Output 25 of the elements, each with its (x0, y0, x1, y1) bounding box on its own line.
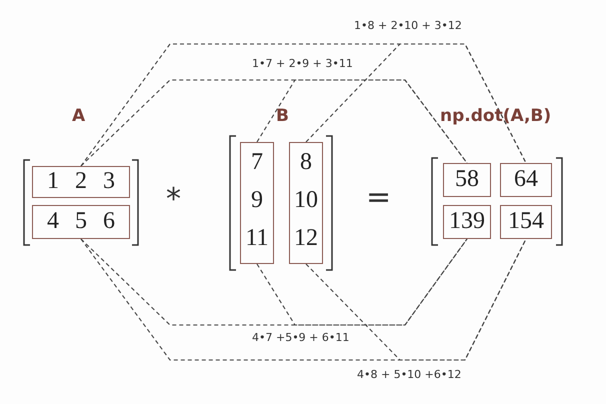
matrix-name: B (276, 106, 289, 126)
matrix-row-box: 4 5 6 (32, 205, 130, 239)
dashed-connector (80, 238, 526, 361)
operator-symbol: * (166, 182, 181, 217)
dashed-connector (80, 79, 468, 166)
edge-label: 4•8 + 5•10 +6•12 (355, 368, 464, 381)
dashed-connector (80, 43, 526, 166)
result-cell: 58 (443, 163, 491, 197)
dashed-connector (306, 238, 526, 361)
matrix-column-box: 7 9 11 (240, 142, 274, 264)
edge-label: 4•7 +5•9 + 6•11 (250, 331, 352, 344)
edge-label: 1•8 + 2•10 + 3•12 (352, 19, 464, 32)
edge-label: 1•7 + 2•9 + 3•11 (250, 57, 355, 70)
dashed-connector (256, 238, 468, 326)
result-cell: 154 (500, 205, 552, 239)
matrix-name: A (72, 106, 86, 126)
result-cell: 64 (500, 163, 552, 197)
operator-symbol: = (366, 180, 392, 215)
dashed-connector (256, 79, 468, 164)
result-cell: 139 (443, 205, 491, 239)
function-call-label: np.dot(A,B) (440, 106, 552, 126)
dashed-connector (306, 43, 526, 164)
matrix-row-box: 1 2 3 (32, 166, 130, 198)
dashed-connector (80, 238, 468, 326)
matrix-column-box: 8 10 12 (289, 142, 323, 264)
